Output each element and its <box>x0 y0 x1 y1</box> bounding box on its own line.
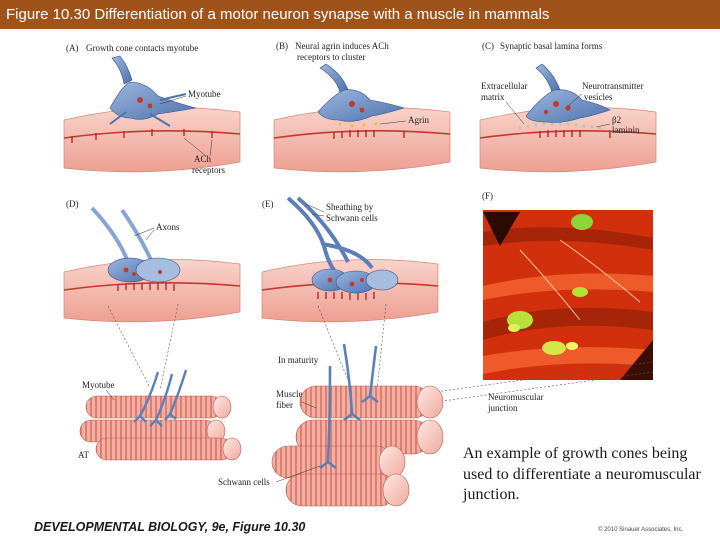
label-at: AT <box>78 450 90 460</box>
panel-c-label: (C) <box>482 41 494 51</box>
axon-branches-right <box>319 343 379 470</box>
label-ach-a-2: receptors <box>192 165 225 175</box>
panel-e: (E) Sheathing by Schwann cells <box>261 196 439 323</box>
myotube-bundle-left <box>79 395 242 461</box>
label-nt-1: Neurotransmitter <box>582 81 643 91</box>
label-ach-a-1: ACh <box>194 154 212 164</box>
label-muscle-fiber-1: Muscle <box>276 389 303 399</box>
label-ecm-1: Extracellular <box>481 81 527 91</box>
axon-branches-left <box>133 369 188 427</box>
label-sheathing-2: Schwann cells <box>326 213 378 223</box>
panel-b: (B) Neural agrin induces ACh receptors t… <box>273 41 451 173</box>
panel-f: (F) <box>482 191 653 380</box>
panel-b-heading-2: receptors to cluster <box>297 52 365 62</box>
ach-receptors-c <box>539 130 611 138</box>
ach-receptors-d <box>117 283 175 291</box>
label-sheathing-1: Sheathing by <box>326 202 374 212</box>
fluorescence-micrograph <box>483 210 653 380</box>
panel-f-label: (F) <box>482 191 493 201</box>
panel-d-label: (D) <box>66 199 79 209</box>
panel-c: (C) Synaptic basal lamina forms Extracel… <box>479 41 657 173</box>
label-myotube-a: Myotube <box>188 89 221 99</box>
label-schwann-cells: Schwann cells <box>218 477 270 487</box>
ach-receptors-e <box>317 292 375 300</box>
ach-receptors-a <box>71 129 213 143</box>
panel-a-label: (A) <box>66 43 79 53</box>
book-reference: DEVELOPMENTAL BIOLOGY, 9e, Figure 10.30 <box>34 520 306 534</box>
copyright-notice: © 2010 Sinauer Associates, Inc. <box>598 527 684 533</box>
label-in-maturity: In maturity <box>278 355 319 365</box>
panel-d: (D) Axons <box>63 199 241 323</box>
label-ecm-2: matrix <box>481 92 505 102</box>
slide-caption: An example of growth cones being used to… <box>463 445 701 503</box>
label-beta-1: β2 <box>612 115 621 125</box>
panel-b-label: (B) <box>276 41 288 51</box>
maturity-diagram: In maturity Myotube AT <box>78 303 654 507</box>
label-myotube-bottom: Myotube <box>82 380 115 390</box>
slide-title: Figure 10.30 Differentiation of a motor … <box>0 0 720 29</box>
label-agrin: Agrin <box>408 115 429 125</box>
panel-a-heading: Growth cone contacts myotube <box>86 43 198 53</box>
zoom-guides <box>107 303 654 409</box>
label-nmj-2: junction <box>487 403 518 413</box>
axons-e <box>286 196 374 272</box>
terminals-d <box>107 257 181 283</box>
label-nmj-1: Neuromuscular <box>488 392 543 402</box>
panel-e-label: (E) <box>262 199 274 209</box>
panel-a: (A) Growth cone contacts myotube Myotube… <box>63 43 241 175</box>
sarcolemma-a <box>63 130 241 139</box>
label-nt-2: vesicles <box>584 92 613 102</box>
basal-lamina-c <box>518 122 602 130</box>
label-muscle-fiber-2: fiber <box>276 400 293 410</box>
muscle-fibers-right <box>271 385 444 507</box>
label-axons: Axons <box>156 222 180 232</box>
growth-cone-a <box>109 55 197 127</box>
terminals-e <box>311 268 399 294</box>
nmj-green-stain <box>507 214 593 355</box>
axons-d <box>90 206 154 263</box>
growth-cone-c <box>525 63 611 123</box>
growth-cone-b <box>317 63 405 128</box>
panel-b-heading-1: Neural agrin induces ACh <box>295 41 389 51</box>
ach-receptors-b <box>333 130 405 139</box>
label-beta-2: laminin <box>612 125 640 135</box>
panel-c-heading: Synaptic basal lamina forms <box>500 41 603 51</box>
